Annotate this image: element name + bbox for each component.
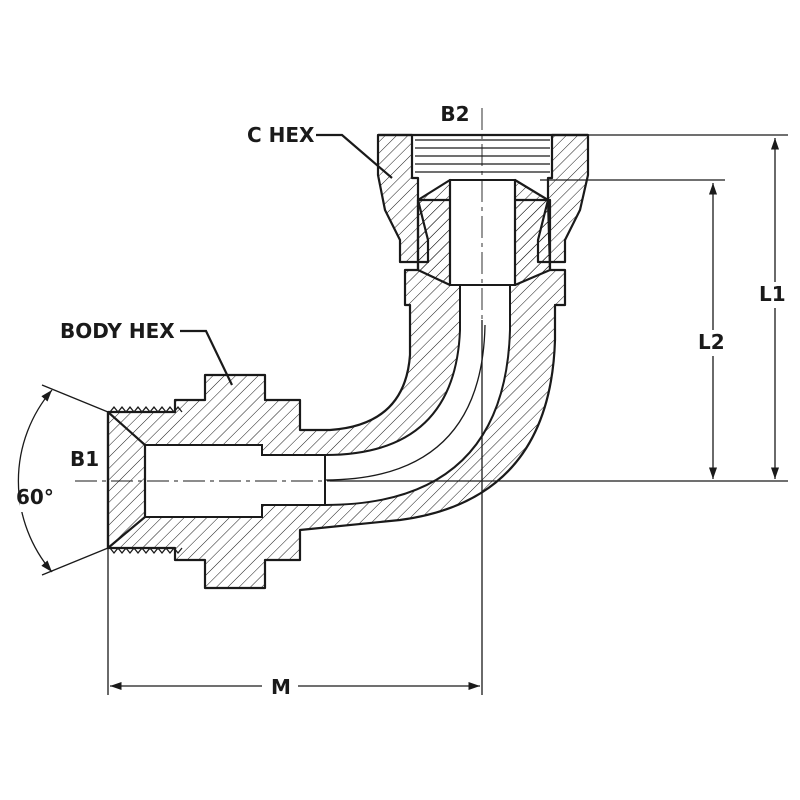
angle-label-mask (20, 482, 60, 512)
angle-extension-lower (41, 547, 109, 576)
nut-inner-thread (415, 139, 550, 173)
upper-bore (449, 179, 516, 286)
nut-right-section (536, 133, 590, 264)
label-body-hex: BODY HEX (60, 319, 175, 343)
seat-cone (416, 178, 452, 287)
l1-label-mask (756, 282, 786, 308)
label-b1: B1 (70, 447, 99, 471)
thread-top (109, 405, 183, 414)
elbow-passage (324, 284, 511, 507)
thread-bottom (109, 546, 183, 555)
label-l2: L2 (698, 330, 725, 354)
c-hex-leader (316, 133, 393, 179)
swivel-nut (376, 133, 590, 287)
angle-extension-upper (41, 384, 109, 413)
label-m: M (271, 675, 291, 699)
body-hex-leader (180, 329, 233, 386)
seat-cone-right (513, 178, 552, 287)
label-angle: 60° (16, 485, 54, 509)
angle-arc (17, 389, 53, 573)
l2-label-mask (697, 330, 729, 356)
b1-male-thread (106, 405, 183, 555)
m-label-mask (262, 674, 298, 698)
label-l1: L1 (759, 282, 786, 306)
cone-mouth (107, 411, 147, 549)
label-c-hex: C HEX (247, 123, 315, 147)
elbow-body (106, 179, 567, 590)
label-b2: B2 (440, 102, 469, 126)
